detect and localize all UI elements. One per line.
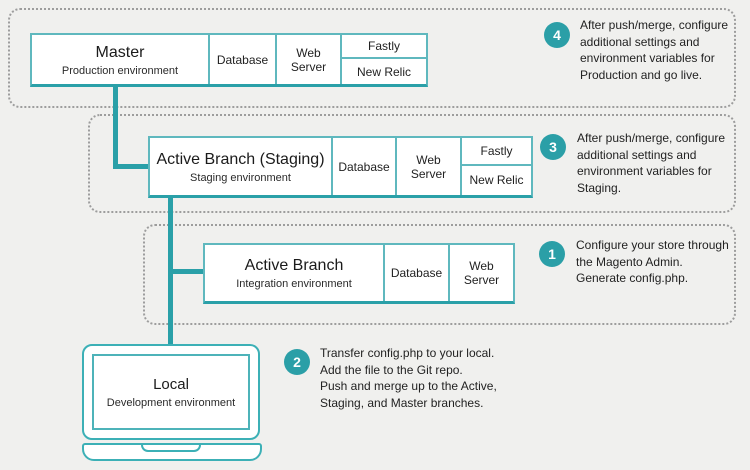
laptop-base [82,443,262,461]
step-3-badge: 3 [540,134,566,160]
master-title-cell: Master Production environment [32,35,208,84]
staging-environment-box: Active Branch (Staging) Staging environm… [148,136,533,198]
master-database-cell: Database [208,35,275,84]
integration-group-outline [143,224,736,325]
step-4-badge: 4 [544,22,570,48]
integration-subtitle: Integration environment [236,278,352,290]
staging-new-relic-cell: New Relic [462,163,531,195]
production-group-outline [8,8,736,108]
local-title: Local [153,375,189,393]
step-4-text: After push/merge, configure additional s… [580,18,729,82]
integration-web-server-cell: Web Server [448,245,513,301]
staging-web-server-cell: Web Server [395,138,460,195]
integration-title-cell: Active Branch Integration environment [205,245,383,301]
staging-database-cell: Database [331,138,395,195]
step-2-badge: 2 [284,349,310,375]
staging-subtitle: Staging environment [190,171,291,184]
master-stacked-services-cell: Fastly New Relic [340,35,426,84]
connector-master-staging-vertical [113,86,118,169]
laptop-icon: Local Development environment [82,344,260,440]
local-subtitle: Development environment [106,396,236,409]
step-2-text: Transfer config.php to your local. Add t… [320,346,497,410]
connector-integration-branch-horizontal [168,269,205,274]
integration-title: Active Branch [244,257,344,274]
master-new-relic-cell: New Relic [342,57,426,84]
master-fastly-cell: Fastly [367,39,400,54]
laptop-screen: Local Development environment [92,354,250,430]
staging-stacked-services-cell: Fastly New Relic [460,138,531,195]
step-3-text: After push/merge, configure additional s… [577,131,726,195]
master-title: Master [95,43,145,61]
staging-title-cell: Active Branch (Staging) Staging environm… [150,138,331,195]
master-subtitle: Production environment [61,64,179,77]
staging-fastly-cell: Fastly [480,143,513,158]
integration-environment-box: Active Branch Integration environment Da… [203,243,515,304]
connector-master-staging-horizontal [113,164,150,169]
master-environment-box: Master Production environment Database W… [30,33,428,87]
staging-title: Active Branch (Staging) [156,150,325,168]
step-1-badge: 1 [539,241,565,267]
master-web-server-cell: Web Server [275,35,340,84]
staging-group-outline [88,114,736,213]
integration-database-cell: Database [383,245,448,301]
laptop-notch [141,445,201,452]
step-1-text: Configure your store through the Magento… [576,238,729,285]
